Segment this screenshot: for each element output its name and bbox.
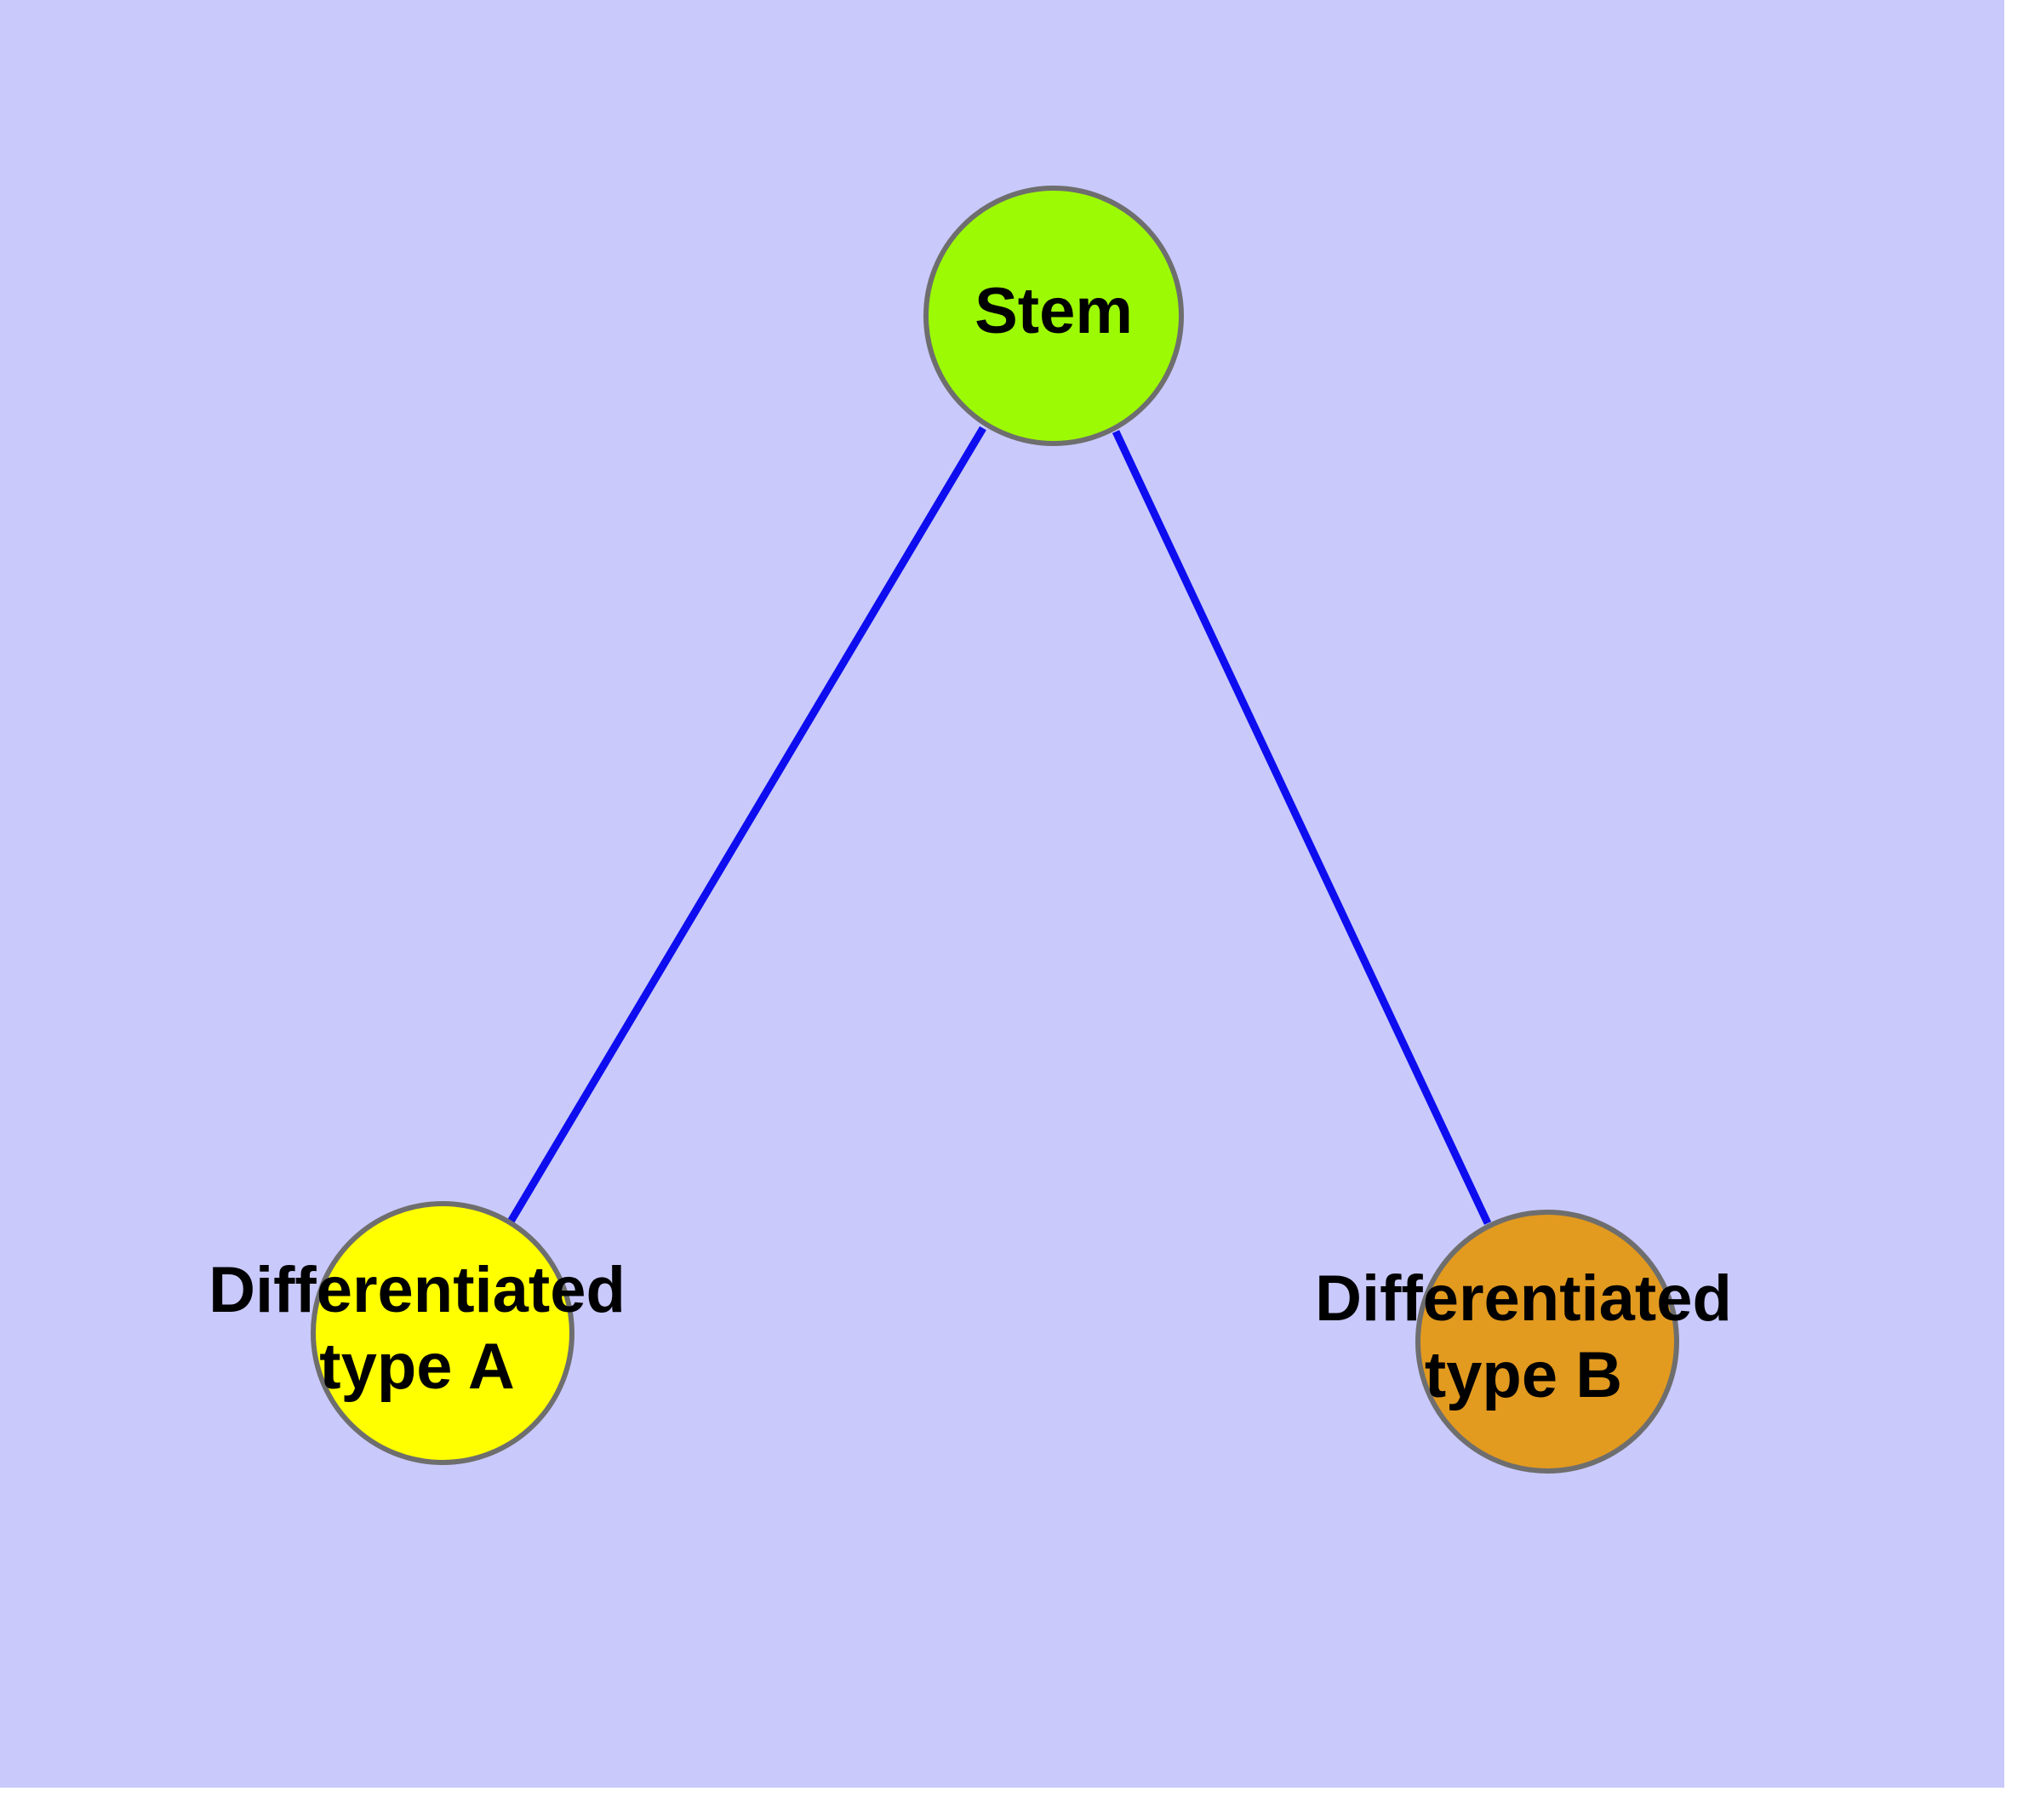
node-circle-stem[interactable] [923, 186, 1184, 446]
node-circle-diff_b[interactable] [1415, 1210, 1679, 1474]
graph-edge-stem-to-diff-a[interactable] [507, 426, 986, 1224]
node-label-line: Differentiated [1315, 1262, 1732, 1335]
graph-node-diff_a[interactable] [311, 1201, 574, 1465]
edge-layer [507, 426, 1492, 1225]
node-label-line: type B [1425, 1339, 1622, 1411]
graph-node-diff_b[interactable] [1415, 1210, 1679, 1474]
graph-node-stem[interactable] [923, 186, 1184, 446]
node-label-line: type A [319, 1331, 514, 1403]
node-label-line: Differentiated [209, 1254, 626, 1326]
node-label-line: Stem [974, 275, 1133, 347]
node-label-stem: Stem [974, 275, 1133, 347]
graph-edge-stem-to-diff-b[interactable] [1112, 430, 1492, 1225]
node-circle-diff_a[interactable] [311, 1201, 574, 1465]
